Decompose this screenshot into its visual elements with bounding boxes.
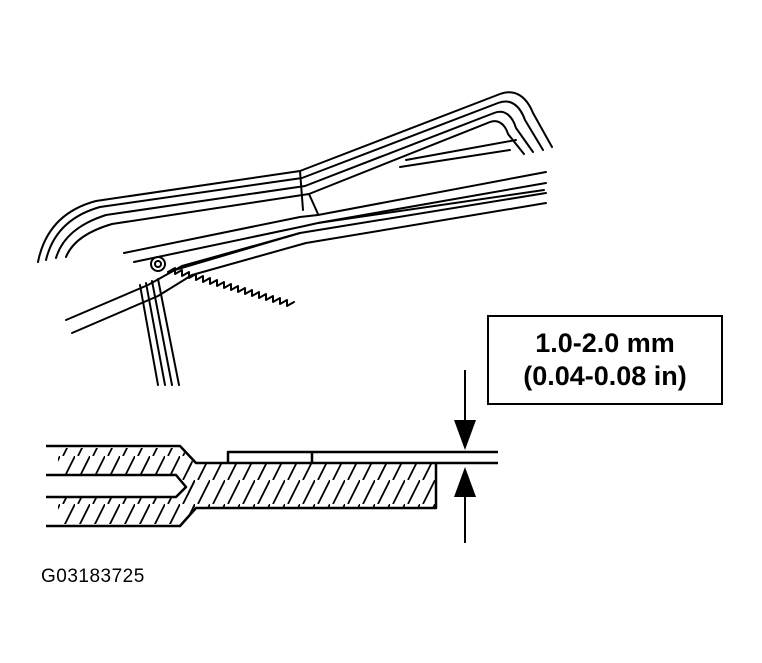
upper-wire-strands [58, 448, 180, 474]
dimension-metric: 1.0-2.0 mm [535, 328, 675, 358]
pliers-lower-handle [65, 171, 547, 334]
pliers-wire-leads [139, 278, 180, 386]
transition-strands [180, 448, 195, 524]
crimping-pliers-illustration [37, 91, 553, 386]
dimension-imperial: (0.04-0.08 in) [523, 361, 687, 391]
crimped-conductor-strands [188, 464, 436, 508]
lower-wire-strands [58, 498, 180, 524]
gap-dimension-arrows [454, 370, 476, 543]
figure-id: G03183725 [41, 566, 145, 587]
wire-outline [46, 444, 498, 528]
dimension-callout-box: 1.0-2.0 mm (0.04-0.08 in) [487, 315, 723, 405]
pliers-pivot [150, 232, 301, 307]
crimped-wire-cross-section [46, 370, 498, 543]
pliers-upper-handle [37, 91, 553, 263]
